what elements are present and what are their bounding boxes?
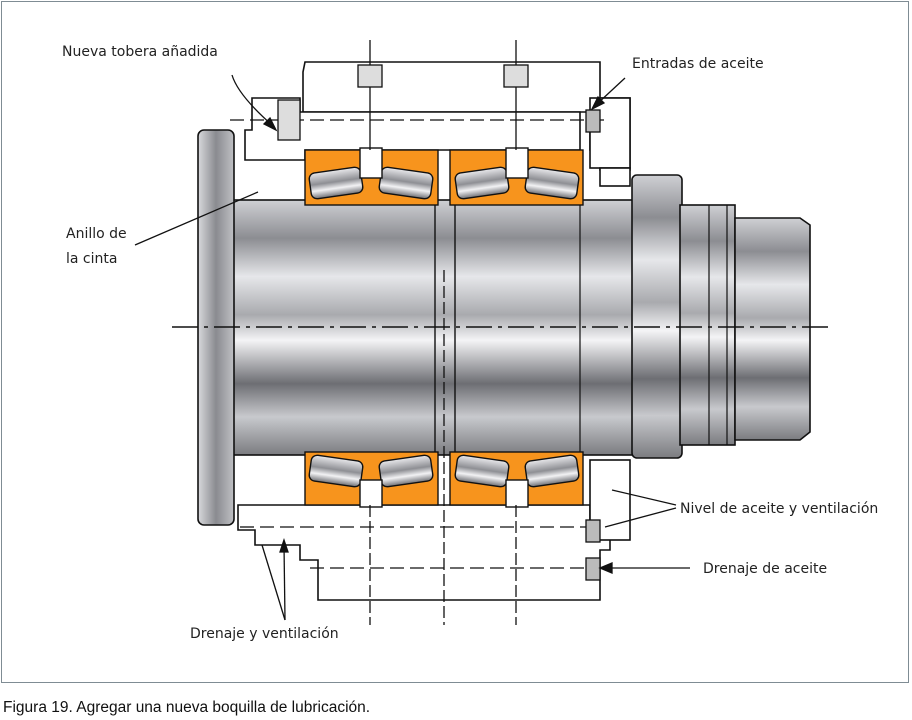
shaft xyxy=(229,174,811,459)
label-oil-inlets: Entradas de aceite xyxy=(632,56,764,72)
label-oil-level-vent: Nivel de aceite y ventilación xyxy=(680,501,878,517)
label-new-nozzle: Nueva tobera añadida xyxy=(62,44,218,60)
bearing-bottom xyxy=(304,451,584,508)
bearing-assembly-diagram: Nueva tobera añadida Entradas de aceite … xyxy=(62,40,878,642)
bearing-top xyxy=(304,147,584,206)
leader-lines xyxy=(134,74,690,621)
label-belt-ring-line2: la cinta xyxy=(66,251,117,267)
figure-caption: Figura 19. Agregar una nueva boquilla de… xyxy=(3,699,371,716)
figure-frame xyxy=(1,1,909,683)
oil-passages xyxy=(172,40,832,625)
label-oil-drain: Drenaje de aceite xyxy=(703,561,827,577)
label-belt-ring-line1: Anillo de xyxy=(66,226,127,242)
label-drain-vent: Drenaje y ventilación xyxy=(190,626,339,642)
